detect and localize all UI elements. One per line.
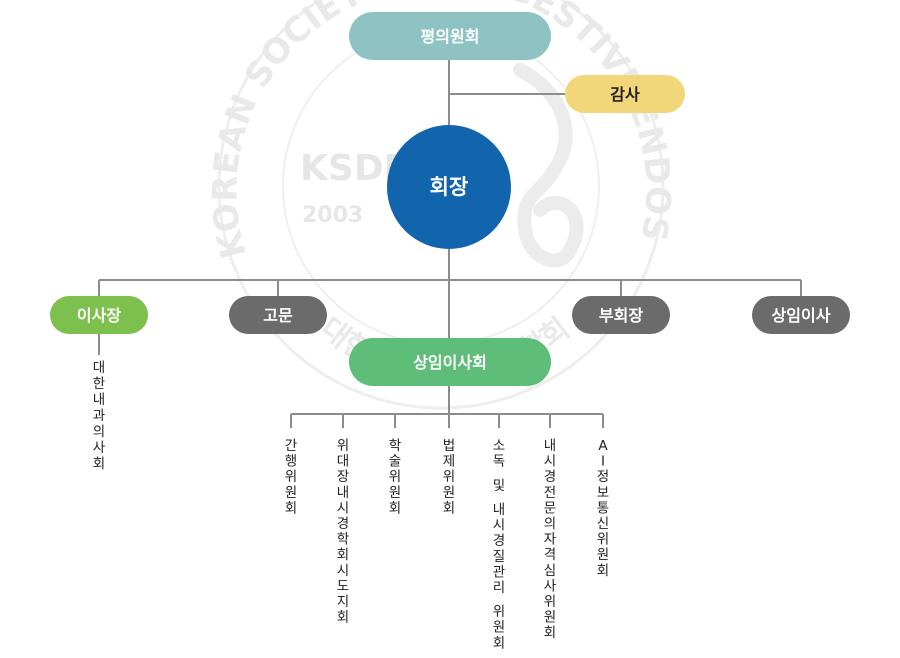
node-advisor-label: 고문 <box>263 306 293 325</box>
node-board-pill <box>349 338 551 386</box>
node-board-label: 상임이사회 <box>413 353 487 372</box>
node-president: 회장 <box>387 125 511 249</box>
node-vice-president: 부회장 <box>572 296 670 334</box>
node-vice-president-label: 부회장 <box>599 306 643 325</box>
node-president-label: 회장 <box>430 175 469 199</box>
node-advisor: 고문 <box>229 296 327 334</box>
node-standing-director-pill <box>752 296 850 334</box>
committee-drop-lines <box>290 414 604 428</box>
node-board: 상임이사회 <box>349 338 551 386</box>
node-chairman: 이사장 <box>50 296 148 334</box>
watermark-ring-outer <box>217 0 665 410</box>
watermark-year: 2003 <box>302 203 363 228</box>
node-auditor: 감사 <box>565 75 685 113</box>
node-council-pill <box>349 12 551 60</box>
node-vice-president-pill <box>572 296 670 334</box>
watermark-seal: THE KOREAN SOCIETY OF DIGESTIVE ENDOSCOP… <box>0 0 678 410</box>
node-chairman-label: 이사장 <box>77 306 121 325</box>
connector-lines <box>98 58 802 428</box>
node-chairman-pill <box>50 296 148 334</box>
node-council-label: 평의원회 <box>421 27 480 46</box>
node-standing-director-label: 상임이사 <box>772 306 831 325</box>
node-president-circle <box>387 125 511 249</box>
node-council: 평의원회 <box>349 12 551 60</box>
node-auditor-pill <box>565 75 685 113</box>
node-standing-director: 상임이사 <box>752 296 850 334</box>
node-advisor-pill <box>229 296 327 334</box>
watermark-organ-shape <box>513 63 584 268</box>
node-auditor-label: 감사 <box>610 85 640 104</box>
